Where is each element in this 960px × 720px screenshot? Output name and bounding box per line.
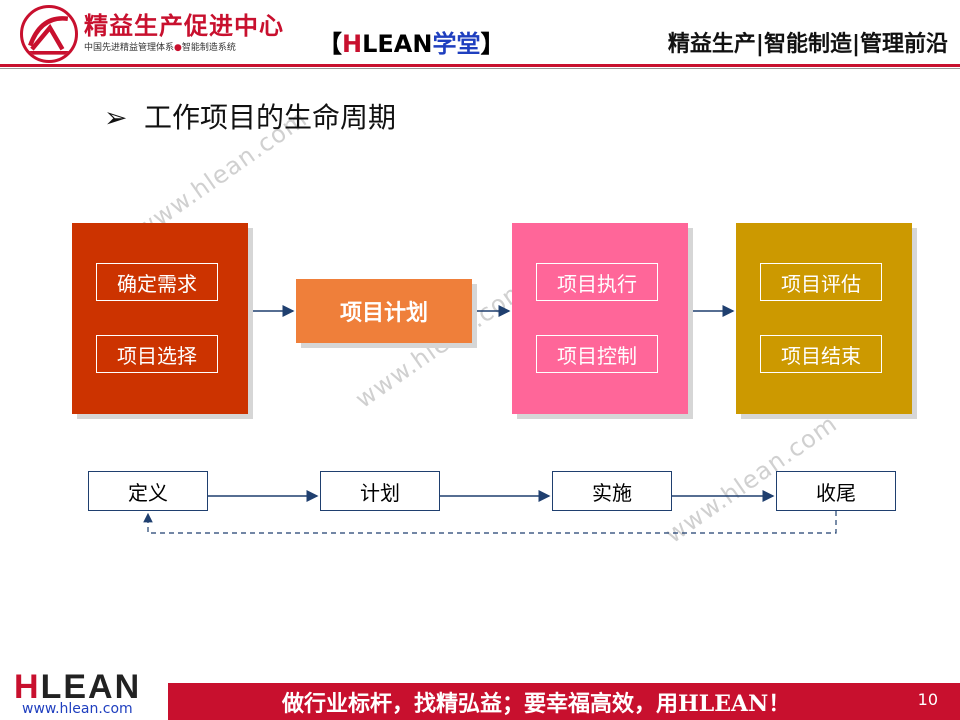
footer-url[interactable]: www.hlean.com [22, 701, 133, 717]
phase-box: 收尾 [776, 471, 896, 511]
stage-item: 项目控制 [536, 335, 658, 373]
header-slogan: 精益生产|智能制造|管理前沿 [667, 32, 948, 57]
org-subtitle: 中国先进精益管理体系●智能制造系统 [84, 43, 236, 53]
footer-slogan: 做行业标杆，找精弘益；要幸福高效，用HLEAN！ [282, 691, 791, 717]
stage-box-closing: 项目评估 项目结束 [736, 223, 912, 414]
phase-box: 定义 [88, 471, 208, 511]
stage-box-definition: 确定需求 项目选择 [72, 223, 248, 414]
footer-logo: HLEAN [14, 668, 142, 706]
stage-box-execution: 项目执行 项目控制 [512, 223, 688, 414]
phase-box: 计划 [320, 471, 440, 511]
header-divider [0, 64, 960, 67]
footer-bar [168, 683, 960, 720]
feedback-loop-arrow [143, 511, 837, 534]
hlean-logo-icon [20, 5, 78, 63]
stage-box-plan: 项目计划 [296, 279, 472, 343]
page-number: 10 [917, 690, 938, 709]
stage-item: 项目执行 [536, 263, 658, 301]
phase-box: 实施 [552, 471, 672, 511]
stage-item: 确定需求 [96, 263, 218, 301]
brand-title: 【HLEAN学堂】 [318, 30, 505, 58]
header-divider-thin [0, 68, 960, 69]
stage-item: 项目选择 [96, 335, 218, 373]
slide-title: ➢工作项目的生命周期 [104, 101, 397, 134]
stage-item: 项目评估 [760, 263, 882, 301]
bullet-arrow-icon: ➢ [104, 101, 128, 134]
org-name: 精益生产促进中心 [84, 12, 284, 40]
stage-item: 项目结束 [760, 335, 882, 373]
